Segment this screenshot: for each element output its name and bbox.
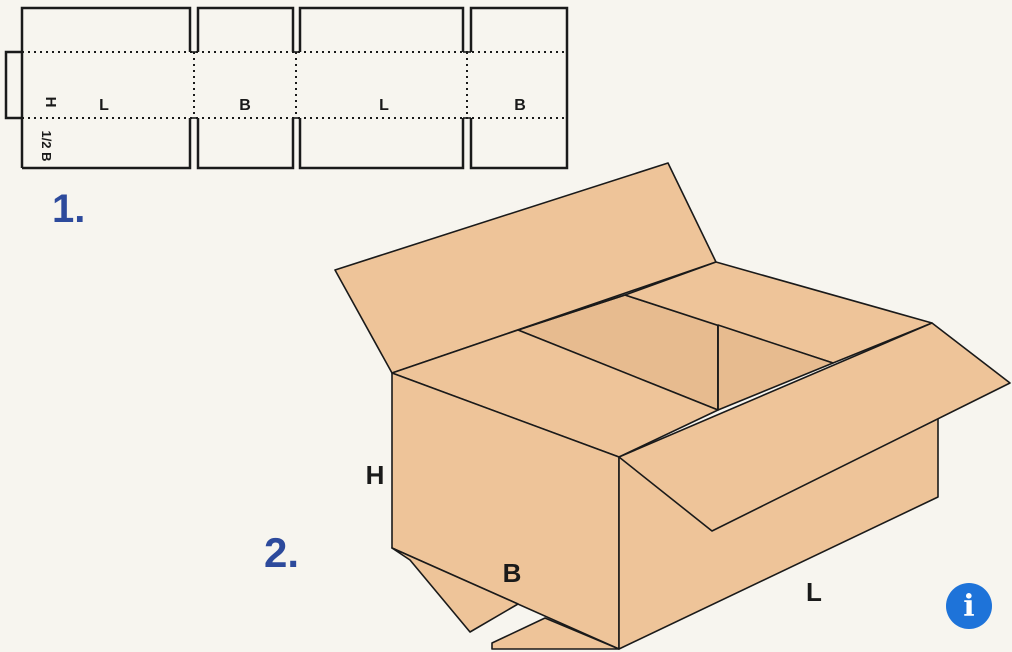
box-width-label: B (503, 558, 522, 588)
step-2-number: 2. (264, 529, 299, 576)
flat-panel-label: B (239, 97, 251, 114)
info-icon[interactable]: i (946, 583, 992, 629)
box-height-label: H (366, 460, 385, 490)
flat-panel-label: B (514, 97, 526, 114)
flat-height-label: H (42, 97, 59, 108)
glue-tab (4, 50, 22, 120)
box-length-label: L (806, 577, 822, 607)
box-bottom-flap (491, 617, 620, 650)
panel-b2-top (469, 6, 569, 170)
flat-flap-label: 1/2 B (39, 130, 54, 161)
box-flap-right (618, 322, 1011, 532)
panel-l2-top (298, 6, 465, 52)
flat-box-layout: H 1/2 B L B L B 1. (4, 6, 569, 231)
flat-panel-label: L (99, 97, 109, 114)
panel-l2-bottom (298, 118, 465, 170)
open-box-3d: H B L 2. (264, 162, 1011, 650)
flat-panel-label: L (379, 97, 389, 114)
step-1-number: 1. (52, 187, 85, 231)
box-edge (517, 294, 626, 331)
box-bottom-flap (391, 547, 519, 633)
panel-b1-bottom (196, 118, 295, 170)
panel-l1-bottom (22, 118, 192, 170)
panel-b1-top (196, 6, 295, 52)
